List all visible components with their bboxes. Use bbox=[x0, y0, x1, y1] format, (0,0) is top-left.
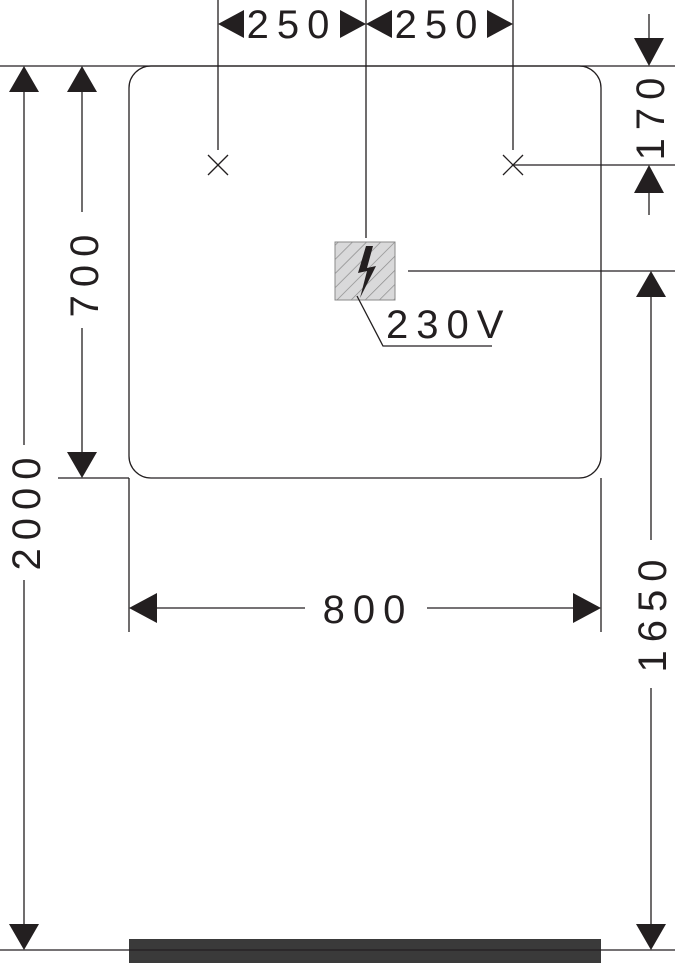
arrow-top-right-start bbox=[366, 10, 392, 38]
arrow-700-top bbox=[67, 66, 97, 92]
dim-top-right-250: 250 bbox=[395, 3, 486, 47]
arrow-top-right-end bbox=[487, 10, 513, 38]
arrow-top-left-end bbox=[340, 10, 366, 38]
arrow-170-down bbox=[634, 38, 664, 66]
dim-800: 800 bbox=[323, 588, 414, 632]
arrow-1650-top bbox=[636, 271, 666, 297]
dim-1650: 1650 bbox=[631, 552, 675, 673]
arrow-800-right bbox=[573, 593, 601, 623]
dim-top-left-250: 250 bbox=[247, 3, 338, 47]
arrow-170-up bbox=[634, 165, 664, 193]
arrow-700-bottom bbox=[67, 452, 97, 478]
lightning-bolt-icon bbox=[358, 246, 376, 298]
dim-2000: 2000 bbox=[5, 450, 49, 571]
socket-voltage-label: 230V bbox=[386, 303, 511, 347]
arrow-top-left-start bbox=[218, 10, 244, 38]
dim-170: 170 bbox=[629, 70, 673, 161]
arrow-800-left bbox=[129, 593, 157, 623]
mounting-point-left bbox=[207, 154, 229, 176]
arrow-2000-bottom bbox=[9, 924, 39, 950]
socket-leader bbox=[356, 295, 492, 347]
dim-700: 700 bbox=[63, 227, 107, 318]
arrow-1650-bottom bbox=[636, 924, 666, 950]
arrow-2000-top bbox=[9, 66, 39, 92]
floor-bar bbox=[129, 939, 601, 963]
